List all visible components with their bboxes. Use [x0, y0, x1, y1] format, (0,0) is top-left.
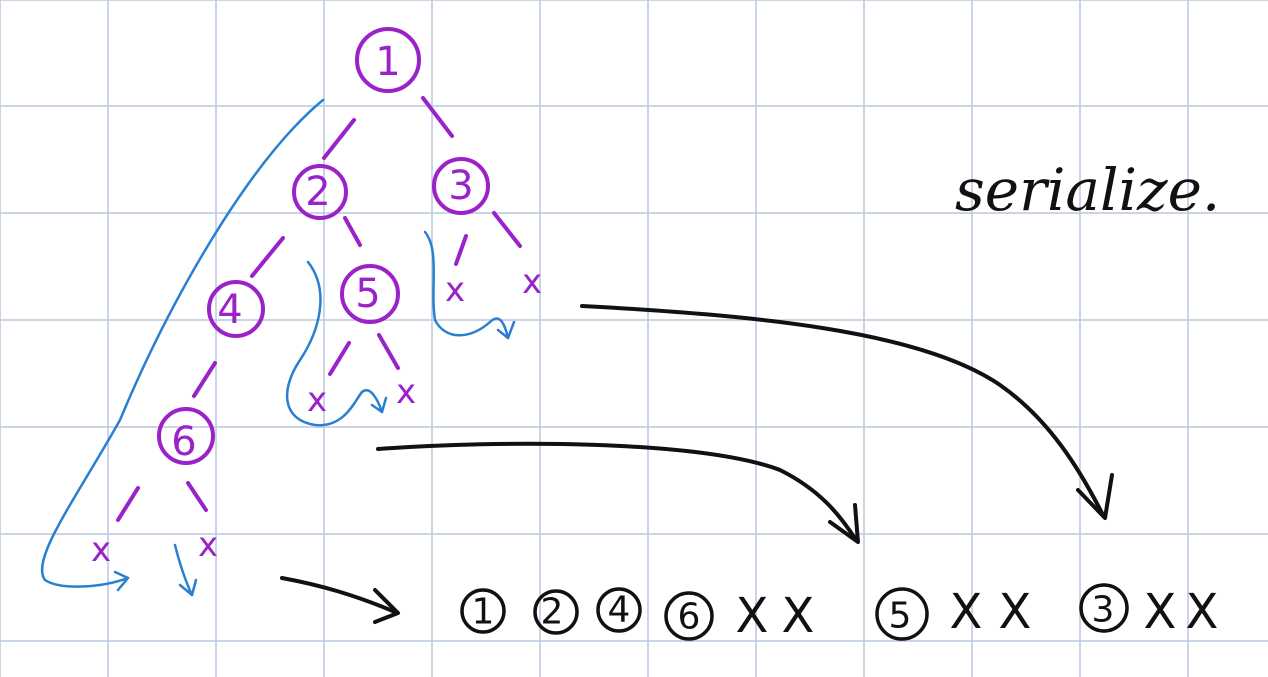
edge-3-nullR [492, 211, 522, 248]
output-token-7-label: 5 [889, 596, 912, 637]
tree-node-5-label: 5 [355, 271, 380, 317]
tree-node-4-label: 4 [217, 287, 242, 333]
traversal-left-of-5 [285, 260, 384, 427]
tree-node-3-label: 3 [448, 163, 473, 209]
output-token-5: X [736, 588, 769, 644]
tree-nodes: 1 2 3 4 5 6 [157, 27, 490, 465]
output-token-4-label: 6 [678, 597, 701, 638]
null-marker-5-left: x [307, 380, 327, 420]
traversal-arrowhead-1 [113, 570, 130, 592]
tree-node-2: 2 [292, 164, 348, 220]
output-token-10-label: 3 [1092, 590, 1115, 631]
edge-3-nullL [454, 234, 468, 266]
output-token-8: X [950, 584, 983, 640]
edge-6-nullL [116, 486, 140, 522]
null-marker-6-right: x [198, 525, 218, 565]
edge-2-5 [343, 216, 362, 247]
output-token-4: 6 [664, 591, 714, 641]
output-token-1: 1 [460, 588, 506, 634]
output-token-1-label: 1 [472, 592, 495, 633]
traversal-arrowhead-4 [496, 320, 516, 340]
edge-5-nullL [328, 341, 351, 376]
output-token-2-label: 2 [541, 592, 564, 633]
traversal-null-arrow [173, 543, 194, 597]
arrow-to-five-section [376, 441, 858, 542]
output-token-6: X [782, 588, 815, 644]
traversal-arrowhead-2 [178, 578, 198, 597]
edge-5-nullR [377, 333, 400, 370]
output-token-10: 3 [1079, 583, 1129, 633]
traversal-long-path [40, 98, 325, 588]
output-arrows [280, 304, 1114, 624]
arrow-to-three-section [580, 304, 1105, 517]
tree-null-markers: x x x x x x [91, 262, 542, 570]
edge-4-6 [192, 361, 217, 398]
traversal-paths [40, 98, 516, 597]
traversal-left-of-3 [423, 230, 510, 340]
tree-node-4: 4 [207, 280, 265, 338]
tree-node-6-label: 6 [171, 419, 196, 465]
output-token-7: 5 [875, 587, 929, 641]
serialized-output: 1 2 4 6 X X 5 X X 3 X X [460, 583, 1219, 644]
arrowhead-five-section [828, 503, 860, 544]
null-marker-3-left: x [445, 270, 465, 310]
output-token-3-label: 4 [608, 590, 631, 631]
output-token-12: X [1186, 584, 1219, 640]
null-marker-3-right: x [522, 262, 542, 302]
arrowhead-output-start [373, 588, 400, 624]
edge-1-3 [421, 96, 454, 138]
edge-1-2 [322, 118, 356, 160]
output-token-2: 2 [533, 589, 579, 635]
traversal-arrowhead-3 [370, 396, 388, 414]
null-marker-5-right: x [396, 372, 416, 412]
null-marker-6-left: x [91, 530, 111, 570]
tree-node-1: 1 [355, 27, 421, 93]
edge-2-4 [250, 236, 285, 278]
edge-6-nullR [186, 481, 208, 512]
tree-node-2-label: 2 [305, 169, 330, 215]
tree-node-6: 6 [157, 407, 215, 465]
tree-node-5: 5 [340, 264, 400, 324]
arrow-to-output-start [280, 576, 397, 614]
tree-node-3: 3 [432, 157, 490, 215]
arrowhead-three-section [1076, 473, 1114, 520]
tree-edges [116, 96, 522, 522]
output-token-9: X [999, 584, 1032, 640]
title-text: serialize. [955, 156, 1220, 224]
tree-node-1-label: 1 [375, 39, 400, 85]
output-token-11: X [1144, 584, 1177, 640]
output-token-3: 4 [596, 587, 642, 633]
